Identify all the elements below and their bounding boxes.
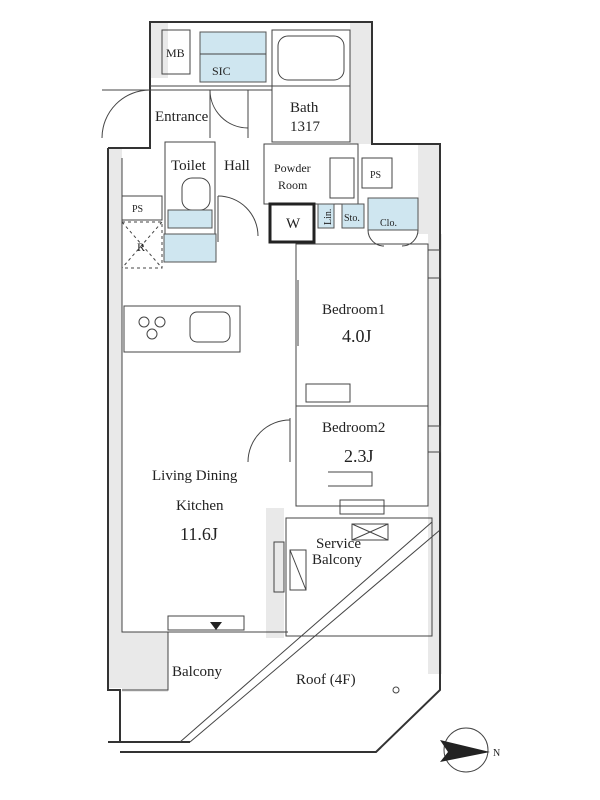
label-bedroom1-size: 4.0J — [342, 326, 372, 346]
label-bath: Bath — [290, 100, 319, 116]
kitchen-area — [121, 195, 241, 353]
outer-walls — [107, 21, 441, 743]
label-sic: SIC — [212, 64, 231, 78]
label-service-balcony: Balcony — [312, 552, 362, 568]
label-mb: MB — [166, 46, 185, 60]
label-bath-size: 1317 — [290, 119, 321, 135]
label-toilet: Toilet — [171, 158, 207, 174]
label-roof: Roof (4F) — [296, 672, 356, 688]
label-refrigerator: R — [137, 240, 145, 254]
label-closet: Clo. — [380, 218, 397, 229]
label-linen: Lin. — [323, 209, 334, 225]
label-bedroom2-size: 2.3J — [344, 446, 374, 466]
label-bedroom1: Bedroom1 — [322, 302, 385, 318]
label-service: Service — [316, 536, 361, 552]
compass: N — [440, 727, 500, 773]
label-washer: W — [286, 216, 301, 232]
label-hall: Hall — [224, 158, 250, 174]
label-ps-left: PS — [132, 204, 143, 215]
compass-label: N — [493, 748, 500, 759]
label-powder: Powder — [274, 161, 311, 175]
label-ldk-line1: Living Dining — [152, 468, 238, 484]
label-bedroom2: Bedroom2 — [322, 420, 385, 436]
top-cluster — [101, 29, 351, 143]
wall-shading — [108, 22, 442, 692]
north-arrow-icon — [440, 740, 490, 762]
label-entrance: Entrance — [155, 109, 209, 125]
label-ldk-line2: Kitchen — [176, 498, 224, 514]
label-storage: Sto. — [344, 213, 360, 224]
wet-area — [164, 141, 419, 247]
label-balcony: Balcony — [172, 664, 222, 680]
label-ldk-size: 11.6J — [180, 524, 218, 544]
balcony-roof — [120, 517, 441, 753]
room-labels: MB SIC Entrance Bath 1317 Toilet Hall Po… — [132, 46, 397, 688]
label-ps-right: PS — [370, 170, 381, 181]
bedrooms — [247, 243, 441, 515]
label-room: Room — [278, 178, 308, 192]
